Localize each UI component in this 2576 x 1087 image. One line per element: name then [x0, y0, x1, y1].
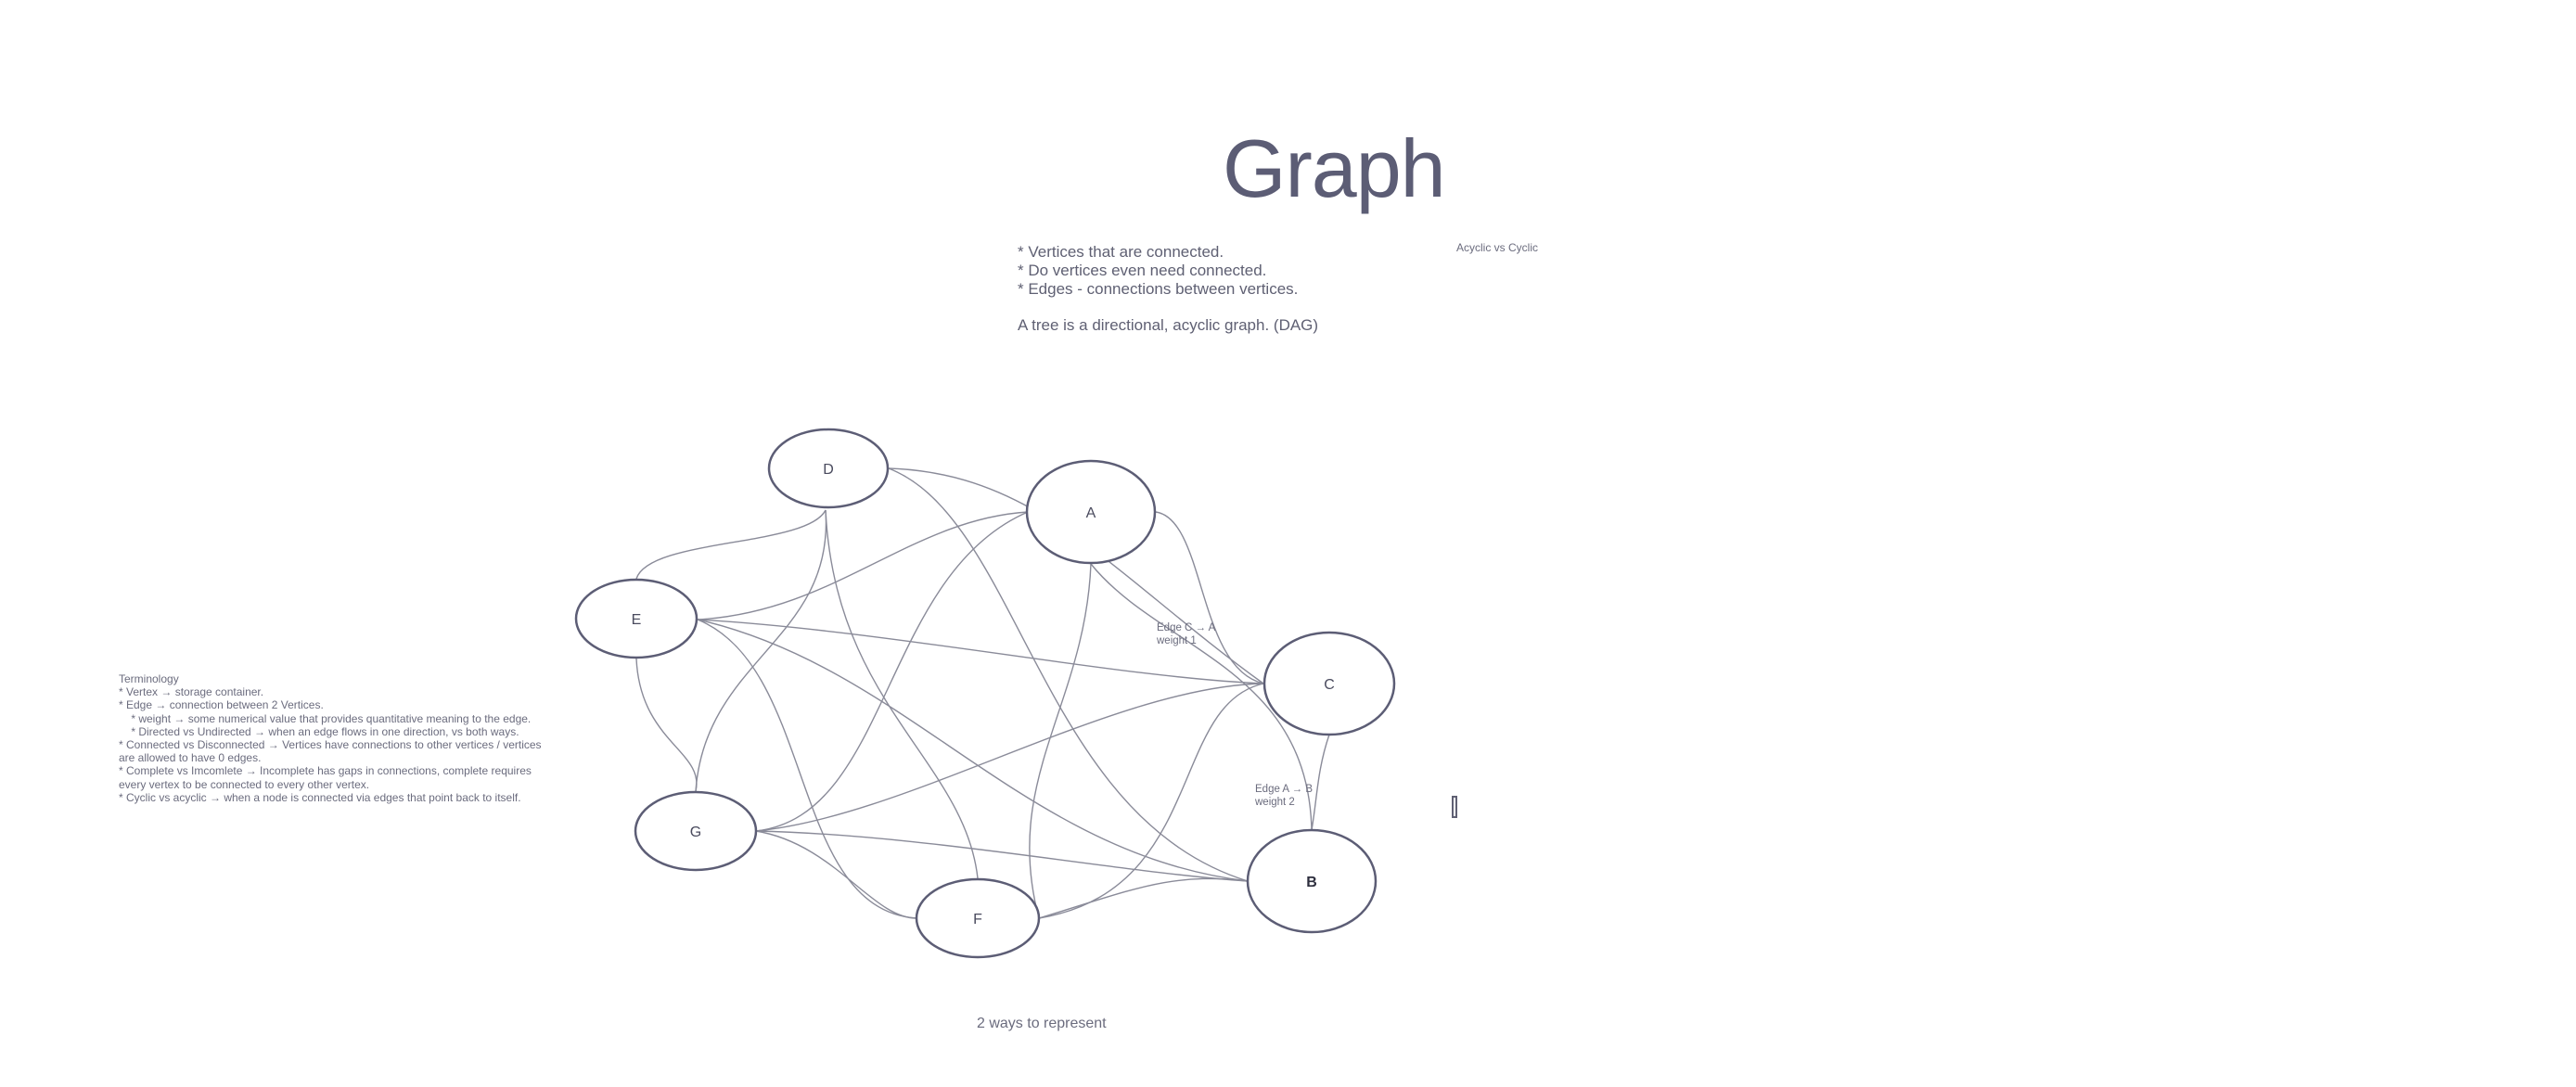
edge-d-e	[635, 509, 827, 580]
edge-d-f	[825, 509, 979, 879]
terminology-line: * Edge → connection between 2 Vertices.	[119, 698, 324, 712]
terminology-line: * Cyclic vs acyclic → when a node is con…	[119, 790, 521, 804]
terminology-line: are allowed to have 0 edges.	[119, 751, 262, 765]
vertex-c[interactable]: C	[1262, 631, 1396, 736]
terminology-line: * Vertex → storage container.	[119, 685, 264, 699]
edge-label-c-a: Edge C → A weight 1	[1156, 622, 1218, 646]
edge-a-f	[1029, 563, 1092, 919]
edge-f-c	[1038, 683, 1264, 919]
vertex-e[interactable]: E	[574, 578, 698, 659]
vertex-label: D	[823, 462, 834, 478]
note-line: * Do vertices even need connected.	[1018, 262, 1267, 279]
terminology-line: every vertex to be connected to every ot…	[119, 777, 370, 791]
edge-a-g	[755, 511, 1029, 832]
edges-layer	[635, 467, 1330, 919]
edge-label-line: Edge A → B	[1255, 784, 1313, 795]
edge-g-f	[755, 830, 917, 919]
acyclic-vs-cyclic-label: Acyclic vs Cyclic	[1456, 241, 1539, 254]
vertex-f[interactable]: F	[915, 877, 1041, 959]
edge-label-line: Edge C → A	[1157, 622, 1216, 633]
vertex-label: F	[973, 912, 982, 927]
vertex-d[interactable]: D	[767, 428, 890, 509]
edge-e-f	[697, 619, 917, 919]
edge-g-b	[755, 830, 1249, 882]
text-cursor-icon	[1452, 796, 1457, 818]
edge-label-line: weight 2	[1254, 797, 1295, 808]
vertex-b[interactable]: B	[1246, 828, 1378, 934]
terminology-line: * Directed vs Undirected → when an edge …	[119, 724, 519, 738]
terminology-line: * Complete vs Imcomlete → Incomplete has…	[119, 764, 532, 778]
vertex-label: B	[1306, 875, 1317, 890]
vertex-g[interactable]: G	[634, 790, 758, 872]
edge-label-line: weight 1	[1156, 635, 1197, 646]
vertex-label: A	[1086, 505, 1096, 521]
edge-e-c	[697, 619, 1264, 684]
edge-e-g	[635, 658, 698, 792]
edge-d-b	[888, 467, 1249, 882]
terminology-line: * weight → some numerical value that pro…	[119, 711, 532, 725]
edge-c-b	[1311, 734, 1330, 831]
vertex-label: C	[1324, 677, 1335, 693]
edge-d-g	[695, 509, 827, 792]
edge-label-a-b: Edge A → B weight 2	[1254, 784, 1315, 808]
terminology-heading: Terminology	[119, 672, 179, 685]
edge-a-c	[1155, 511, 1264, 684]
edge-e-b	[697, 619, 1249, 882]
edge-g-c	[755, 683, 1264, 832]
terminology-notes: Terminology* Vertex → storage container.…	[119, 672, 542, 804]
page-title: Graph	[1223, 122, 1446, 214]
note-line: * Vertices that are connected.	[1018, 243, 1224, 261]
edge-a-b	[1090, 563, 1313, 831]
tree-note: A tree is a directional, acyclic graph. …	[1018, 316, 1319, 334]
edge-a-e	[697, 511, 1029, 620]
vertex-a[interactable]: A	[1025, 459, 1157, 565]
vertex-label: E	[632, 612, 642, 628]
edge-f-b	[1038, 877, 1249, 919]
two-ways-label: 2 ways to represent	[977, 1016, 1107, 1031]
intro-notes: * Vertices that are connected.* Do verti…	[1018, 243, 1298, 299]
vertex-label: G	[690, 825, 701, 840]
note-line: * Edges - connections between vertices.	[1018, 280, 1299, 298]
terminology-line: * Connected vs Disconnected → Vertices h…	[119, 738, 542, 752]
